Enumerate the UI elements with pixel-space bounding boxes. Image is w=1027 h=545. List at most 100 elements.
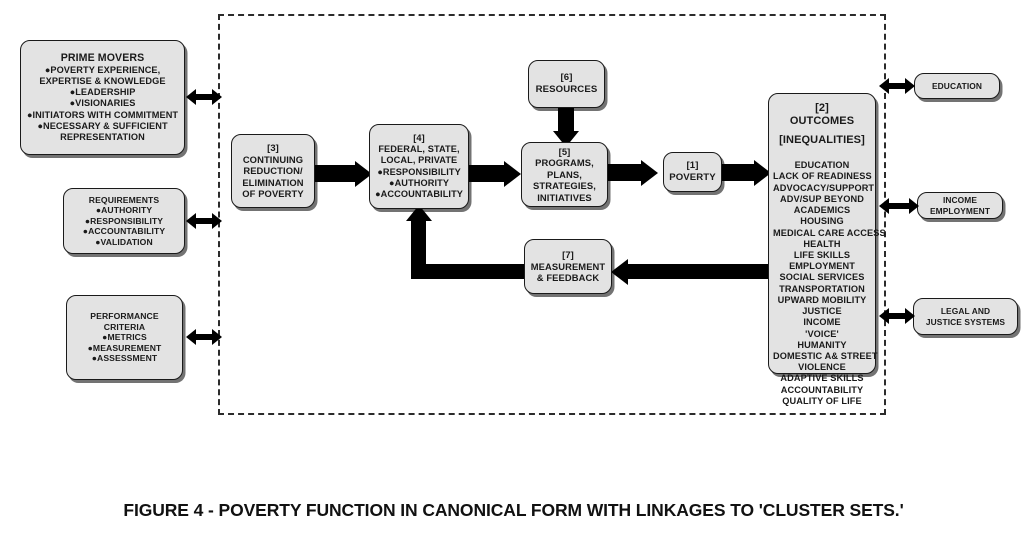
flow-arrow-head-node4-icon	[355, 160, 372, 187]
figure-caption: FIGURE 4 - POVERTY FUNCTION IN CANONICAL…	[123, 500, 904, 520]
outcomes-list: EDUCATION LACK OF READINESS ADVOCACY/SUP…	[773, 160, 886, 407]
node-tag: [2]	[815, 102, 829, 114]
box-line: CRITERIA	[103, 321, 146, 332]
link-arrow-performance	[186, 329, 222, 345]
node-tag: [4]	[413, 132, 425, 143]
arrow-shaft	[887, 83, 907, 89]
box-line: ●RESPONSIBILITY	[377, 166, 461, 177]
list-item: EDUCATION	[794, 160, 850, 171]
cluster-box-income-employment[interactable]: INCOME EMPLOYMENT	[917, 192, 1003, 219]
box-line: REQUIREMENTS	[88, 194, 160, 205]
node-tag: [1]	[686, 160, 699, 172]
box-line: ●VISIONARIES	[69, 98, 136, 109]
flow-shaft-node6-to-node5	[558, 108, 574, 131]
link-arrow-education	[879, 78, 915, 94]
cluster-box-prime-movers[interactable]: PRIME MOVERS ●POVERTY EXPERIENCE, EXPERT…	[20, 40, 185, 155]
node-tag: [7]	[562, 249, 574, 261]
node-box-3-continuing-reduction[interactable]: [3] CONTINUING REDUCTION/ ELIMINATION OF…	[231, 134, 315, 208]
box-line: CONTINUING	[242, 153, 304, 165]
list-item: ADV/SUP BEYOND	[780, 193, 864, 204]
outcomes-title: OUTCOMES	[789, 115, 855, 128]
box-line: POVERTY	[669, 172, 716, 183]
list-item: ACADEMICS	[793, 205, 851, 216]
arrow-shaft	[887, 203, 911, 209]
list-item: 'VOICE'	[805, 328, 839, 339]
link-arrow-prime-movers	[186, 89, 222, 105]
box-line: & FEEDBACK	[536, 272, 600, 284]
flow-shaft-node3-to-node4	[313, 165, 355, 182]
arrow-head-left-icon	[186, 329, 196, 345]
box-line: PLANS,	[547, 168, 582, 180]
box-line: EXPERTISE & KNOWLEDGE	[39, 75, 166, 86]
arrow-shaft	[887, 313, 907, 319]
box-line: REPRESENTATION	[60, 132, 145, 142]
list-item: UPWARD MOBILITY	[777, 294, 867, 305]
arrow-head-right-icon	[212, 329, 222, 345]
list-item: HUMANITY	[797, 339, 847, 350]
flow-arrow-head-node5-icon	[504, 160, 521, 187]
list-item: JUSTICE	[802, 306, 842, 317]
flow-arrow-head-node2-icon	[754, 159, 771, 186]
node-box-7-measurement-feedback[interactable]: [7] MEASUREMENT & FEEDBACK	[524, 239, 612, 294]
arrow-shaft	[194, 94, 214, 100]
box-line: ●POVERTY EXPERIENCE,	[44, 64, 161, 75]
node-box-2-outcomes-inequalities[interactable]: [2] OUTCOMES [INEQUALITIES] EDUCATION LA…	[768, 93, 886, 406]
box-line: ●ACCOUNTABILITY	[82, 226, 166, 237]
node-box-6-resources[interactable]: [6] RESOURCES	[528, 60, 605, 108]
cluster-box-education[interactable]: EDUCATION	[914, 73, 1000, 99]
node-box-5-programs-plans-strategies[interactable]: [5] PROGRAMS, PLANS, STRATEGIES, INITIAT…	[521, 142, 608, 207]
list-item: VIOLENCE	[798, 362, 846, 373]
arrow-head-left-icon	[879, 198, 889, 214]
node-tag: [3]	[267, 142, 279, 154]
list-item: MEDICAL CARE ACCESS	[773, 227, 886, 238]
arrow-head-right-icon	[905, 78, 915, 94]
box-line: MEASUREMENT	[530, 260, 606, 272]
flow-shaft-node1-to-node2	[722, 164, 754, 181]
box-line: EMPLOYMENT	[929, 205, 991, 216]
flow-shaft-node4-to-node5	[466, 165, 504, 182]
cluster-box-performance-criteria[interactable]: PERFORMANCE CRITERIA ●METRICS ●MEASUREME…	[66, 295, 183, 380]
box-line: JUSTICE SYSTEMS	[925, 316, 1006, 327]
arrow-head-right-icon	[212, 213, 222, 229]
box-line: OF POVERTY	[242, 188, 304, 200]
list-item: HEALTH	[803, 238, 841, 249]
box-line: ●AUTHORITY	[388, 177, 450, 188]
feedback-arrow-head-into-node7-icon	[611, 258, 628, 285]
box-line: EDUCATION	[931, 80, 983, 91]
box-line: ●RESPONSIBILITY	[84, 215, 164, 226]
box-line: ●AUTHORITY	[95, 205, 153, 216]
list-item: HOUSING	[800, 216, 844, 227]
box-line: ●MEASUREMENT	[87, 342, 162, 353]
box-line: ●VALIDATION	[95, 236, 153, 247]
box-line: PROGRAMS,	[535, 157, 594, 169]
arrow-head-right-icon	[212, 89, 222, 105]
list-item: ACCOUNTABILITY	[780, 384, 864, 395]
box-line: ●LEADERSHIP	[69, 87, 136, 98]
flow-arrow-head-node1-icon	[641, 159, 658, 186]
node-box-1-poverty[interactable]: [1] POVERTY	[663, 152, 722, 192]
arrow-head-left-icon	[186, 213, 196, 229]
list-item: ADVOCACY/SUPPORT	[773, 182, 875, 193]
link-arrow-income	[879, 198, 919, 214]
box-line: INITIATIVES	[537, 191, 592, 203]
box-line: ELIMINATION	[242, 176, 304, 188]
box-line: ●ASSESSMENT	[91, 353, 158, 364]
list-item: DOMESTIC A& STREET	[773, 350, 878, 361]
box-line: LEGAL AND	[940, 306, 991, 317]
box-line: PRIME MOVERS	[60, 51, 145, 64]
cluster-box-legal-justice-systems[interactable]: LEGAL AND JUSTICE SYSTEMS	[913, 298, 1018, 335]
node-tag: [5]	[558, 145, 571, 157]
cluster-box-requirements[interactable]: REQUIREMENTS ●AUTHORITY ●RESPONSIBILITY …	[63, 188, 185, 254]
box-line: PERFORMANCE	[90, 311, 159, 322]
arrow-head-left-icon	[879, 78, 889, 94]
box-line: REDUCTION/	[243, 165, 303, 177]
box-line: LOCAL, PRIVATE	[380, 155, 458, 166]
node-box-4-federal-state-local-private[interactable]: [4] FEDERAL, STATE, LOCAL, PRIVATE ●RESP…	[369, 124, 469, 209]
list-item: QUALITY OF LIFE	[782, 395, 862, 406]
feedback-shaft-riser	[411, 220, 426, 279]
box-line: ●NECESSARY & SUFFICIENT	[37, 120, 168, 131]
arrow-head-left-icon	[879, 308, 889, 324]
list-item: ADAPTIVE SKILLS	[780, 373, 864, 384]
list-item: EMPLOYMENT	[789, 261, 855, 272]
